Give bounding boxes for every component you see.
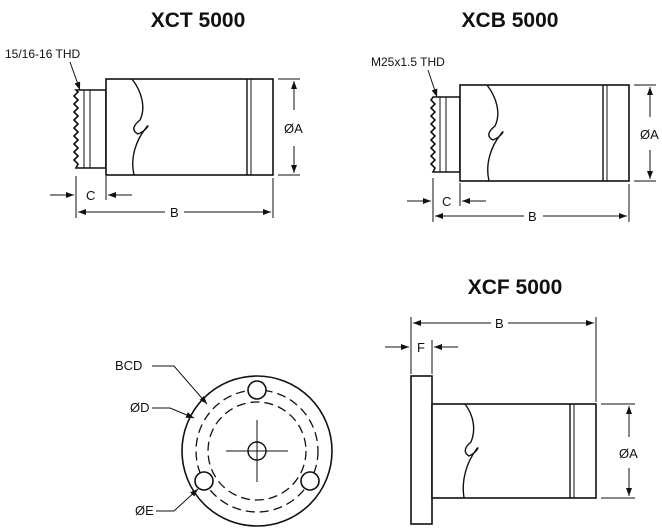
xcb-thread-label: M25x1.5 THD	[371, 55, 445, 69]
xcf-title: XCF 5000	[468, 276, 563, 299]
bolt-hole-top	[247, 380, 267, 400]
xct-thread-stub	[72, 89, 107, 169]
xcb-5000-drawing: XCB 5000 M25x1.5 THD ØA	[371, 9, 659, 224]
xcb-dim-a: ØA	[634, 84, 659, 182]
xct-title: XCT 5000	[151, 9, 246, 32]
xcb-cylinder-body	[459, 84, 630, 182]
dim-d-leader	[152, 407, 195, 419]
xcf-cylinder-body	[431, 403, 597, 499]
xct-dim-c-label: C	[86, 188, 95, 203]
xct-thread-label: 15/16-16 THD	[5, 47, 80, 61]
xct-thread-leader	[69, 61, 81, 91]
xcb-dim-b-label: B	[528, 209, 537, 224]
xct-dim-b: B	[78, 178, 274, 220]
xcf-dim-f-label: F	[417, 340, 425, 355]
dim-e-leader	[156, 488, 199, 512]
dim-d-label: ØD	[130, 400, 150, 415]
xcf-dim-a: ØA	[601, 403, 638, 499]
inner-bore-dashed	[207, 401, 307, 501]
xcb-dim-c-label: C	[442, 194, 451, 209]
bolt-hole-right	[300, 471, 320, 491]
xcb-title: XCB 5000	[462, 9, 559, 32]
xcf-dim-a-label: ØA	[619, 446, 638, 461]
bcd-label: BCD	[115, 358, 142, 373]
xcf-5000-drawing: XCF 5000 B F	[385, 276, 638, 525]
xct-dim-a-label: ØA	[284, 121, 303, 136]
xct-dim-a: ØA	[278, 78, 303, 176]
dim-e-label: ØE	[135, 503, 154, 518]
xcb-dim-a-label: ØA	[640, 127, 659, 142]
xcb-dim-b: B	[435, 184, 630, 224]
xcb-dim-c: C	[407, 178, 486, 222]
xcb-thread-stub	[429, 96, 461, 173]
xcf-dim-b-label: B	[495, 316, 504, 331]
xcf-flange-plate	[410, 375, 433, 525]
xct-cylinder-body	[105, 78, 274, 176]
bolt-hole-left	[194, 471, 214, 491]
bcd-leader	[152, 365, 208, 405]
xcb-thread-leader	[427, 69, 438, 98]
flange-end-view: BCD ØD ØE	[115, 358, 333, 527]
xcf-dim-f: F	[385, 340, 458, 374]
xcf-dim-b: B	[410, 316, 597, 402]
xct-5000-drawing: XCT 5000 15/16-16 THD ØA	[5, 9, 303, 220]
xct-dim-b-label: B	[170, 205, 179, 220]
xct-dim-c: C	[50, 176, 132, 218]
